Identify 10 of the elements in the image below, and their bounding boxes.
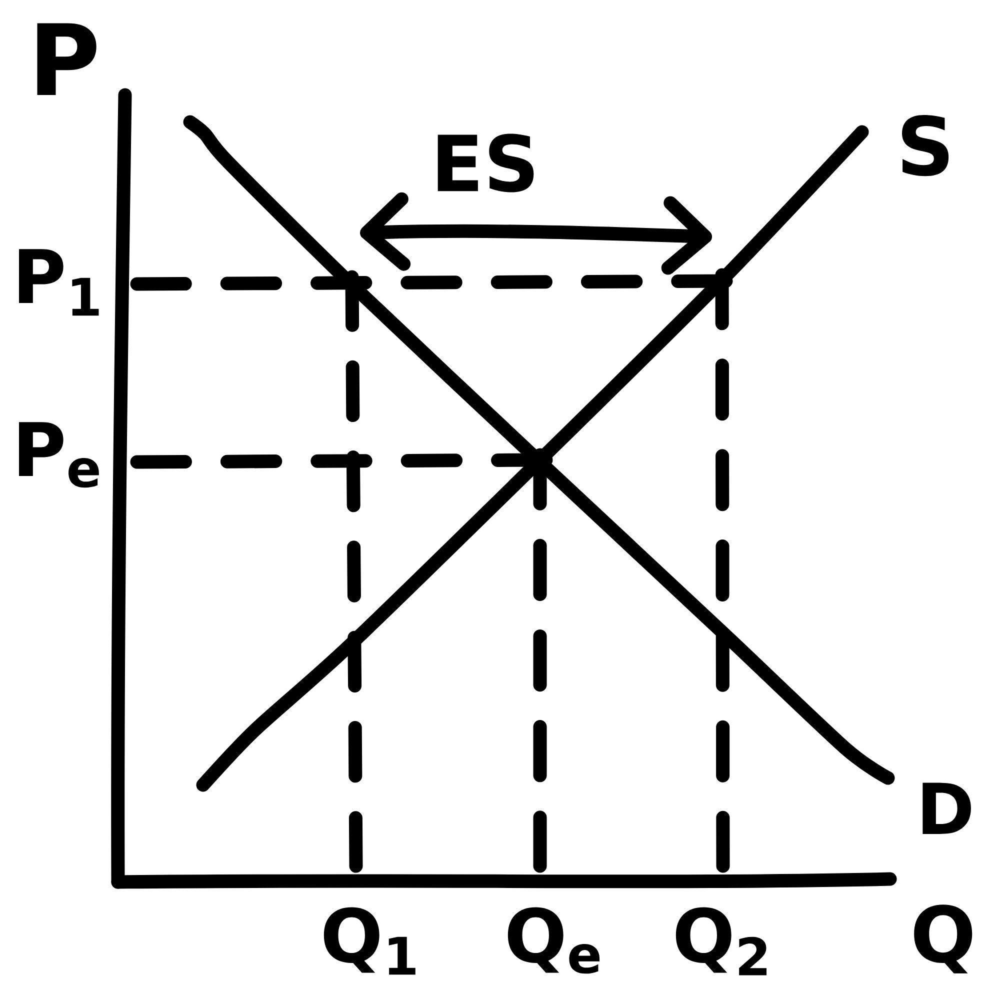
curve-label: S <box>902 114 949 176</box>
price-label: P$_{1}$ <box>19 249 99 316</box>
quantity-label: Q$_{1}$ <box>324 907 416 975</box>
price-label: P$_{e}$ <box>19 422 99 488</box>
quantity-label: Q$_{2}$ <box>676 907 766 976</box>
quantity-label: Q$_{e}$ <box>508 907 600 974</box>
axis-label: Q <box>914 904 972 974</box>
curve-label: D <box>922 782 971 834</box>
excess-supply-label: ES <box>438 134 534 192</box>
axis-label: P <box>37 23 96 95</box>
